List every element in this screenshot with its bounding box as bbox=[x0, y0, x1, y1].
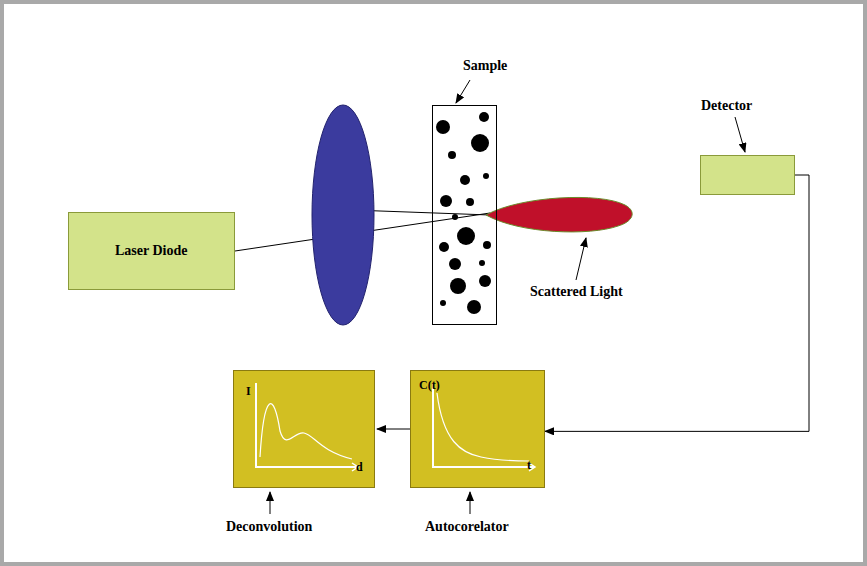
lens bbox=[312, 105, 374, 325]
node-label: C(t) bbox=[419, 379, 440, 392]
leader-arrow bbox=[576, 238, 586, 280]
leader-arrow bbox=[270, 492, 271, 514]
scattered-light-lobe bbox=[486, 197, 632, 232]
node-label: Autocorelator bbox=[425, 519, 509, 534]
detector-box: Detector bbox=[700, 155, 795, 195]
signal-connector bbox=[545, 175, 809, 431]
node-label: t bbox=[527, 459, 531, 472]
plot-sketch bbox=[234, 371, 374, 487]
leader-arrow bbox=[470, 492, 471, 514]
part-label: Scattered Light bbox=[528, 284, 625, 299]
deconvolution-box: IdDeconvolution bbox=[233, 370, 375, 488]
node-label: I bbox=[246, 385, 251, 398]
autocorrelator-box: C(t)tAutocorelator bbox=[410, 370, 545, 488]
leader-arrow bbox=[735, 117, 745, 152]
signal-connector bbox=[377, 429, 410, 430]
node-label: Laser Diode bbox=[115, 243, 187, 258]
sample-cell: Sample bbox=[432, 105, 497, 325]
node-label: Deconvolution bbox=[226, 519, 312, 534]
particles bbox=[436, 112, 491, 314]
node-label: Detector bbox=[701, 98, 752, 113]
laser-box: Laser Diode bbox=[68, 212, 235, 290]
leader-arrow bbox=[456, 80, 470, 103]
node-label: d bbox=[356, 461, 363, 474]
node-label: Sample bbox=[463, 58, 507, 73]
